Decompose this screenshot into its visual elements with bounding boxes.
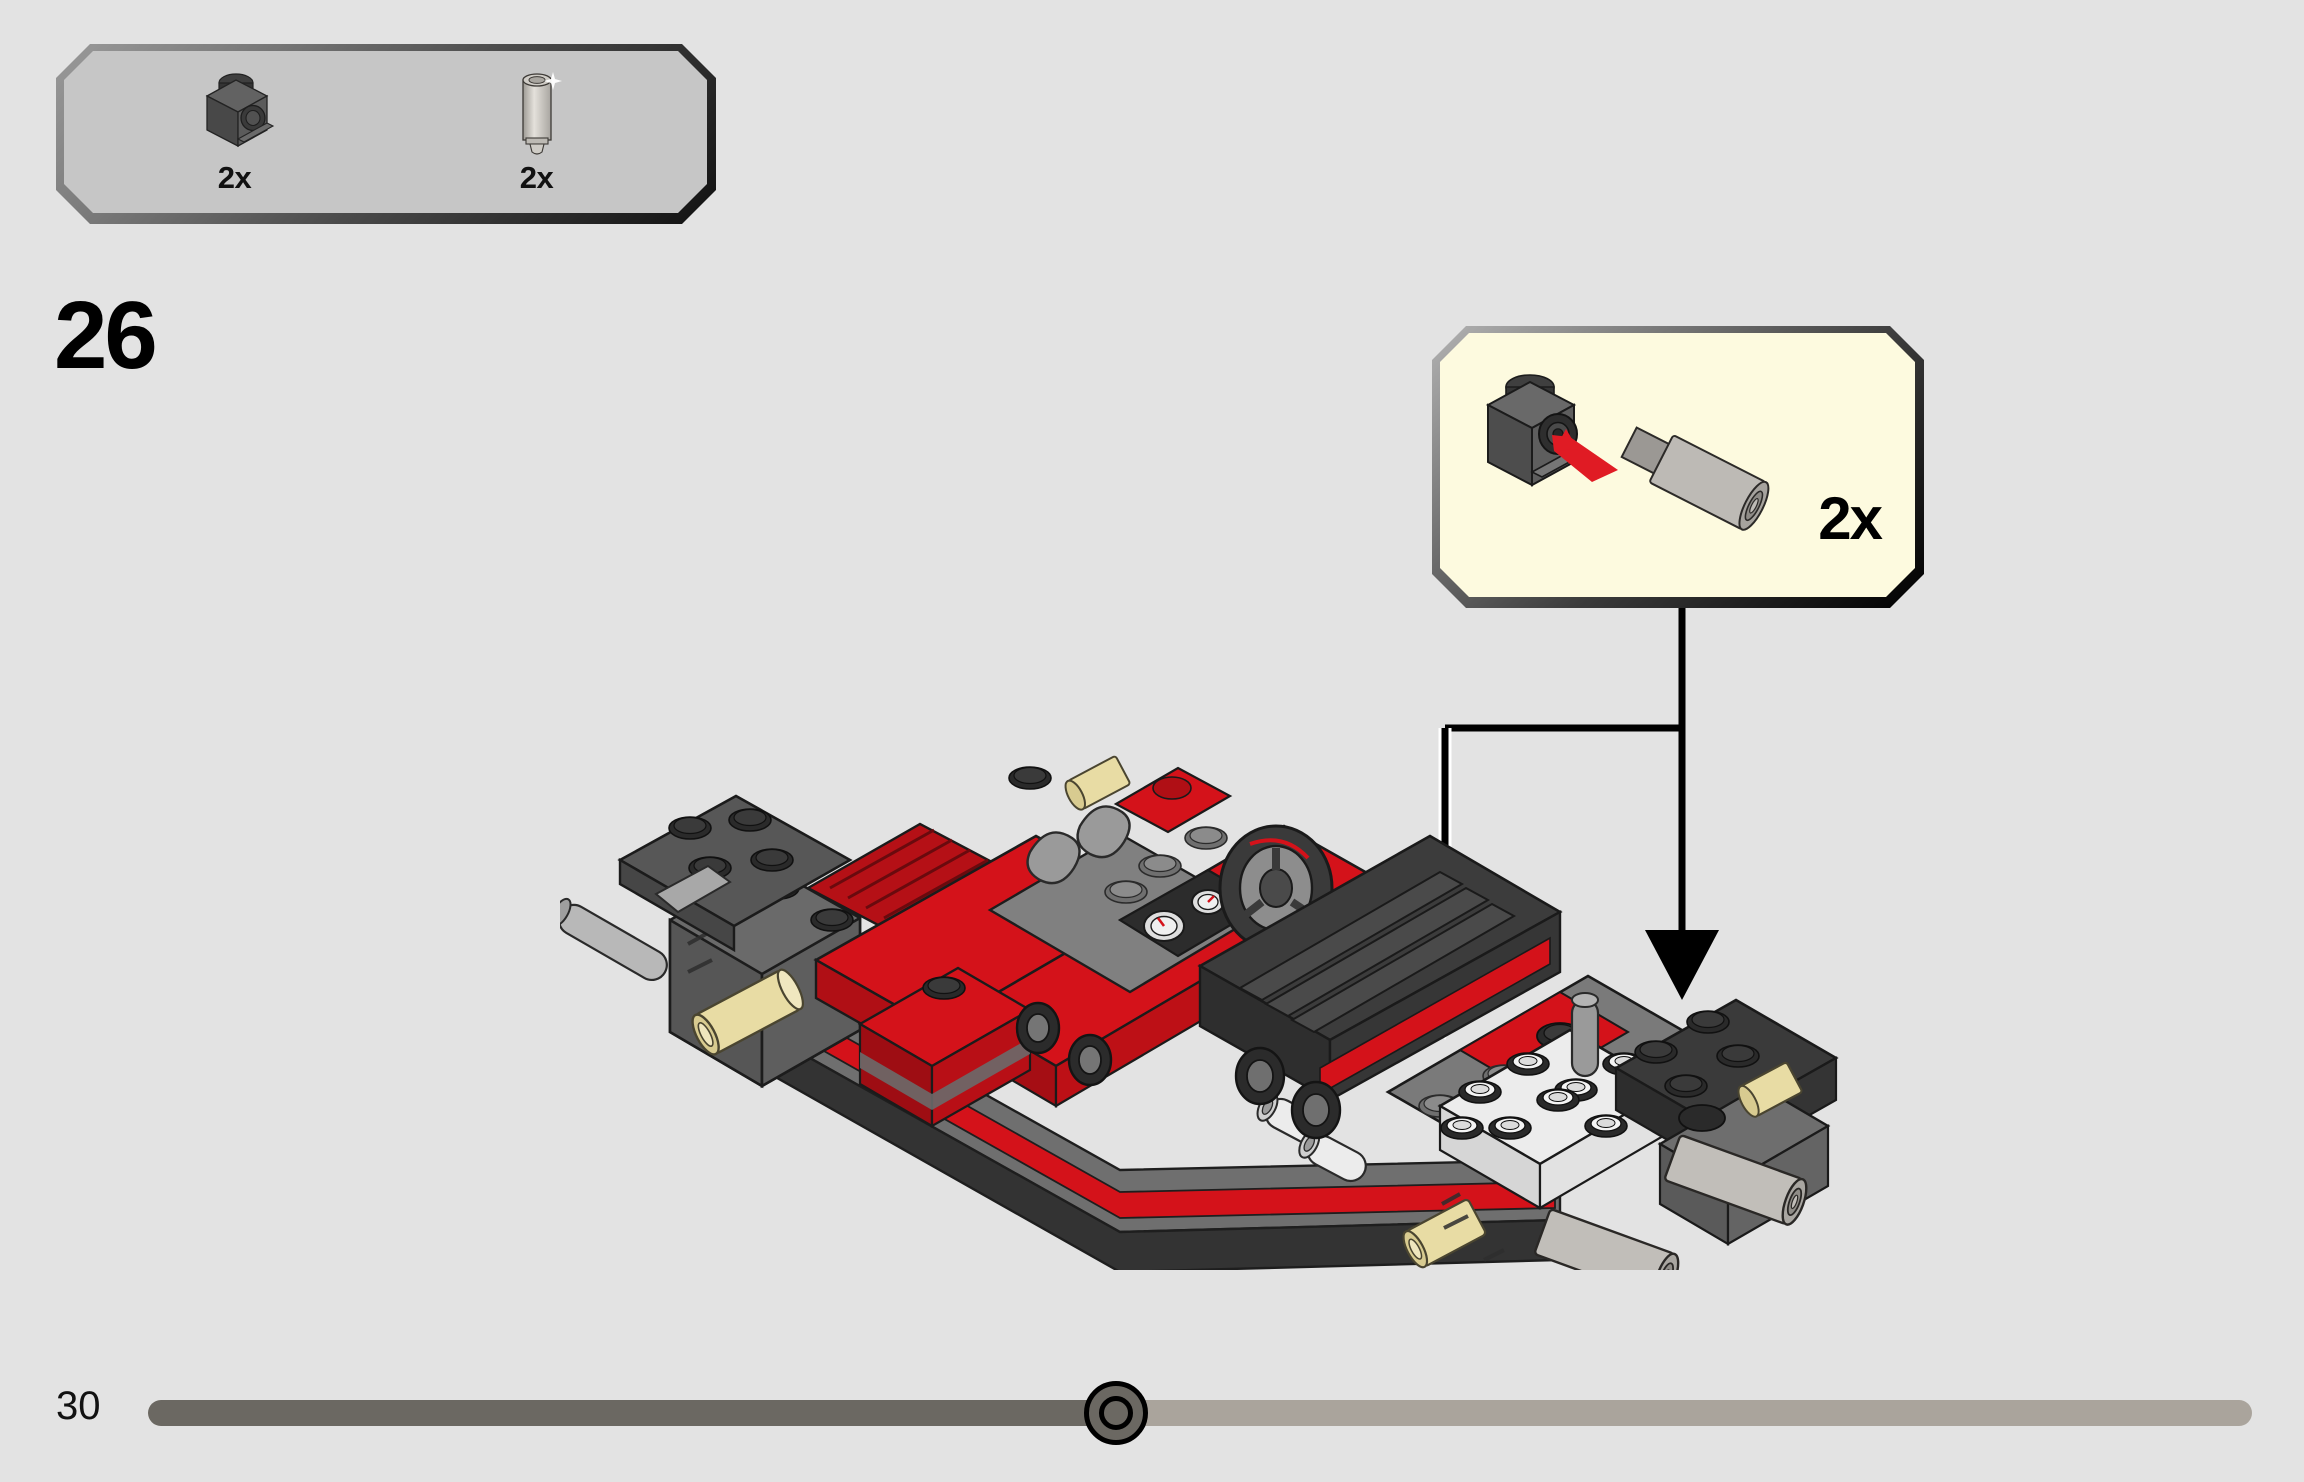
parts-list: 2x [64,51,707,213]
progress-bar-fill [148,1400,1116,1426]
progress-bar-track [148,1400,2252,1426]
part-item-bar-pin: 2x [462,64,612,193]
callout-inner: 2x [1440,333,1915,597]
car-assembly-illustration [550,620,1840,1301]
part-item-headlight-brick: 2x [160,64,310,193]
parts-box-inner: 2x [64,51,707,213]
sub-assembly-callout-box: 2x [1432,326,1924,608]
callout-assembly-illustration [1468,357,1828,557]
headlight-brick-icon [189,64,281,156]
bar-pin-icon [491,64,583,156]
part-quantity-label: 2x [519,160,554,195]
exhaust-pipe-lower [1534,1208,1680,1301]
progress-bar-knob [1083,1381,1148,1445]
exhaust-pipe-upper [1664,1134,1808,1226]
page-number: 30 [56,1384,101,1428]
step-number: 26 [54,282,158,389]
parts-bill-box: 2x [56,44,716,224]
part-quantity-label: 2x [217,160,252,195]
red-insert-arrow [1552,429,1618,482]
callout-quantity-label: 2x [1818,485,1881,552]
